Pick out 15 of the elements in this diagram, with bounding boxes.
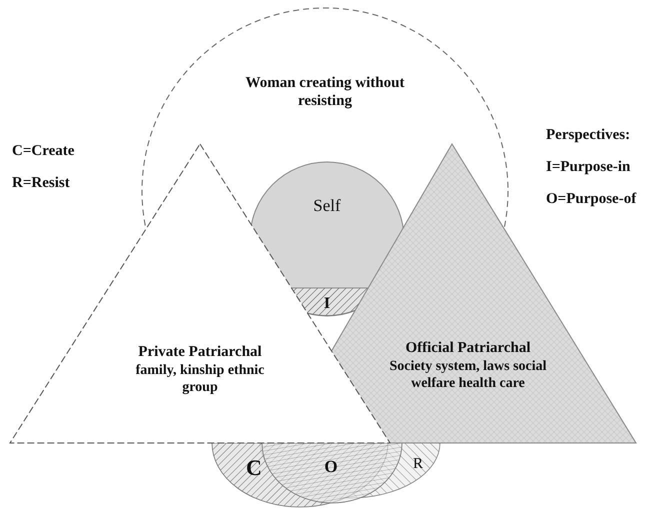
region-label: R [412, 455, 424, 473]
region-label: Woman creating without resisting [244, 74, 406, 110]
region-label: family, kinship ethnic group [134, 363, 266, 397]
legend-note: R=Resist [12, 175, 70, 192]
region-label: Self [312, 196, 342, 216]
region-label: Society system, laws social welfare health care [388, 359, 548, 393]
region-title: Private Patriarchal [137, 343, 263, 361]
perspective-note: I=Purpose-in [546, 159, 630, 176]
region-title: Official Patriarchal [404, 339, 532, 357]
perspective-note: Perspectives: [546, 127, 630, 144]
region-label: C [245, 455, 263, 482]
legend-note: C=Create [12, 143, 74, 160]
perspective-note: O=Purpose-of [546, 191, 636, 208]
region-label: O [323, 457, 339, 478]
region-label: I [322, 294, 332, 314]
